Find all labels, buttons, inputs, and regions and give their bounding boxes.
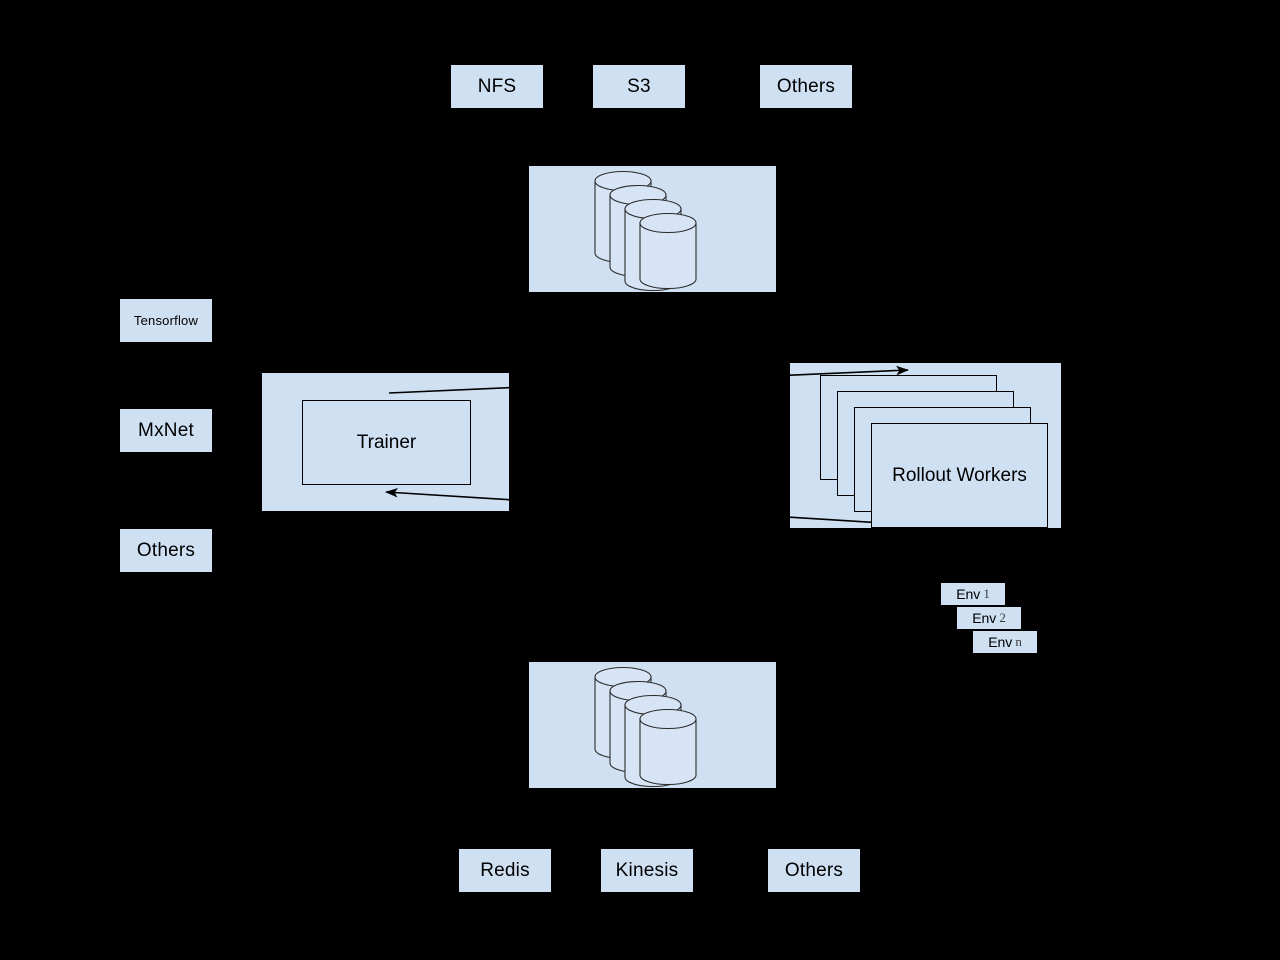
rollout-workers-label: Rollout Workers — [892, 464, 1027, 486]
env-box-1-index: 1 — [983, 586, 990, 601]
storage-node-nfs-label: NFS — [477, 76, 517, 97]
env-box-n-index: n — [1015, 634, 1022, 649]
cylinder-4 — [639, 708, 697, 786]
database-cluster-bottom-panel[interactable] — [529, 662, 776, 788]
env-box-n[interactable]: Env n — [973, 631, 1037, 653]
queue-node-kinesis-label: Kinesis — [615, 860, 679, 881]
queue-node-kinesis[interactable]: Kinesis — [601, 849, 693, 892]
env-box-n-label: Env — [988, 634, 1013, 650]
storage-node-others-label: Others — [776, 76, 836, 97]
trainer-label: Trainer — [356, 431, 417, 453]
storage-node-nfs[interactable]: NFS — [451, 65, 543, 108]
rollout-worker-card-4[interactable]: Rollout Workers — [871, 423, 1048, 528]
storage-node-s3[interactable]: S3 — [593, 65, 685, 108]
queue-node-others[interactable]: Others — [768, 849, 860, 892]
env-box-2-index: 2 — [999, 610, 1006, 625]
database-cylinder-stack-bottom-icon — [594, 666, 697, 788]
database-cylinder-stack-top-icon — [594, 170, 697, 292]
queue-node-redis[interactable]: Redis — [459, 849, 551, 892]
queue-node-others-label: Others — [784, 860, 844, 881]
env-box-1[interactable]: Env 1 — [941, 583, 1005, 605]
env-box-2[interactable]: Env 2 — [957, 607, 1021, 629]
framework-node-tensorflow[interactable]: Tensorflow — [120, 299, 212, 342]
cylinder-4 — [639, 212, 697, 290]
storage-node-s3-label: S3 — [627, 76, 651, 97]
framework-node-mxnet[interactable]: MxNet — [120, 409, 212, 452]
trainer-box[interactable]: Trainer — [302, 400, 471, 485]
env-box-2-label: Env — [972, 610, 997, 626]
framework-node-tensorflow-label: Tensorflow — [133, 313, 199, 328]
framework-node-mxnet-label: MxNet — [138, 420, 194, 441]
framework-node-others[interactable]: Others — [120, 529, 212, 572]
env-box-1-label: Env — [956, 586, 981, 602]
queue-node-redis-label: Redis — [480, 860, 530, 881]
storage-node-others[interactable]: Others — [760, 65, 852, 108]
framework-node-others-label: Others — [136, 540, 196, 561]
database-cluster-top-panel[interactable] — [529, 166, 776, 292]
